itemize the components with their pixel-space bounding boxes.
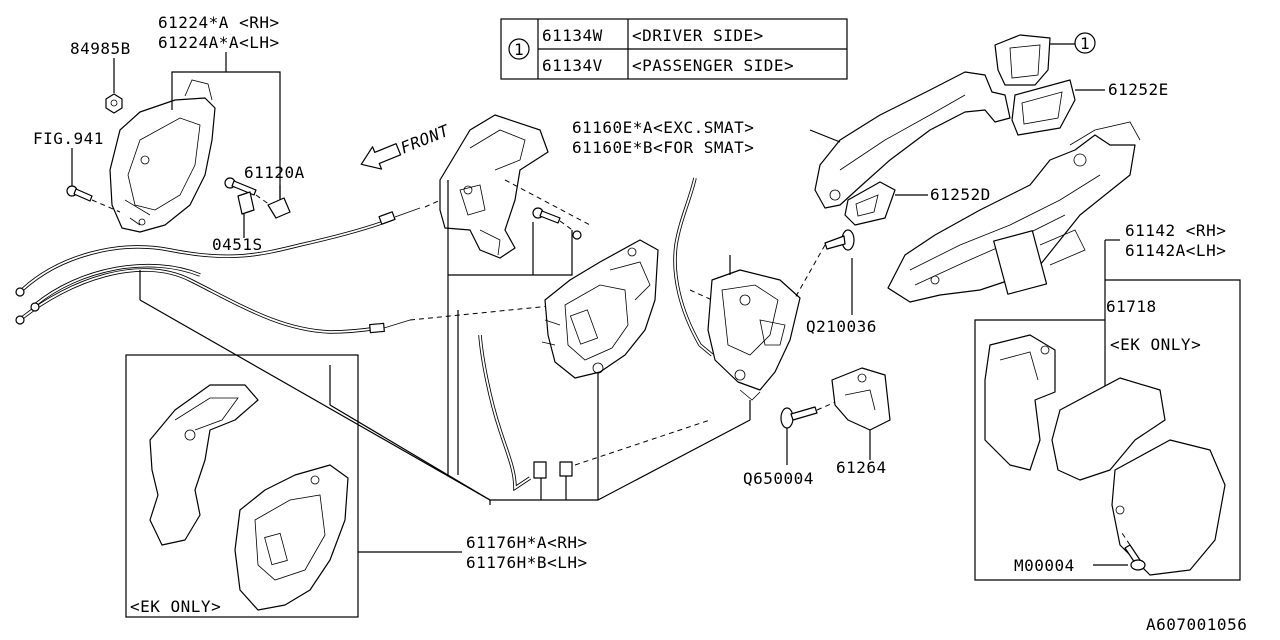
rod-clips: [533, 461, 573, 479]
label-m00004: M00004: [1014, 556, 1075, 575]
table-row-1-part: 61134W: [542, 26, 603, 45]
label-0451s: 0451S: [212, 235, 263, 254]
bolt: [532, 207, 582, 240]
key-cylinder-cap: [994, 34, 1051, 86]
label-61142a-lh: 61142A<LH>: [1125, 241, 1226, 260]
nut-84985b: [105, 93, 123, 114]
label-61264: 61264: [836, 458, 887, 477]
label-fig941: FIG.941: [33, 129, 104, 148]
lock-rod: [478, 334, 531, 492]
ek-only-inset: [125, 354, 359, 618]
handle-frame-61142: [887, 121, 1141, 303]
cable-group: [15, 197, 561, 334]
label-84985b: 84985B: [70, 39, 131, 58]
label-61252e: 61252E: [1108, 80, 1169, 99]
screw-q650004: [780, 406, 818, 429]
gasket-61252d: [844, 181, 896, 226]
label-61224a-rh: 61224*A <RH>: [158, 13, 280, 32]
actuator-rod-61160e: [673, 177, 714, 357]
striker-61264: [831, 367, 891, 431]
table-row-2-desc: <PASSENGER SIDE>: [632, 56, 794, 75]
label-61252d: 61252D: [930, 185, 991, 204]
label-61160eb: 61160E*B<FOR SMAT>: [572, 138, 754, 157]
inner-handle-61224: [109, 97, 216, 233]
door-latch: [541, 239, 659, 379]
bolt-m00004: [1124, 544, 1146, 571]
front-arrow: FRONT: [360, 121, 453, 170]
label-61142-rh: 61142 <RH>: [1125, 221, 1226, 240]
front-label: FRONT: [398, 121, 453, 158]
label-61120a: 61120A: [244, 163, 305, 182]
latch-assembly: [707, 269, 801, 401]
label-q650004: Q650004: [743, 469, 814, 488]
ek-trim-right: [984, 334, 1226, 576]
screw-fig941: [66, 185, 93, 202]
reference-number: A607001056: [1146, 615, 1247, 634]
gasket-61252e: [1011, 79, 1076, 136]
label-61718: 61718: [1106, 297, 1157, 316]
screw-0451s: [224, 177, 257, 215]
inner-handle-group: [66, 52, 291, 238]
screw-q210036: [824, 229, 855, 251]
outer-handle-bracket: [439, 114, 591, 259]
clip-61120a: [267, 197, 291, 219]
label-ek-only-right: <EK ONLY>: [1110, 335, 1201, 354]
label-61176hb-lh: 61176H*B<LH>: [466, 553, 588, 572]
outer-handle: [814, 71, 1011, 209]
label-61160ea: 61160E*A<EXC.SMAT>: [572, 118, 754, 137]
ek-inset-parts: [149, 384, 349, 611]
table-row-2-part: 61134V: [542, 56, 603, 75]
table-marker: 1: [514, 40, 524, 59]
table-row-1-desc: <DRIVER SIDE>: [632, 26, 764, 45]
label-61224aa-lh: 61224A*A<LH>: [158, 33, 280, 52]
label-q210036: Q210036: [806, 317, 877, 336]
part-variant-table: 1 61134W <DRIVER SIDE> 61134V <PASSENGER…: [500, 18, 848, 80]
label-ek-only-left: <EK ONLY>: [130, 597, 221, 616]
label-61176ha-rh: 61176H*A<RH>: [466, 533, 588, 552]
callout-1-marker: 1: [1080, 34, 1090, 53]
